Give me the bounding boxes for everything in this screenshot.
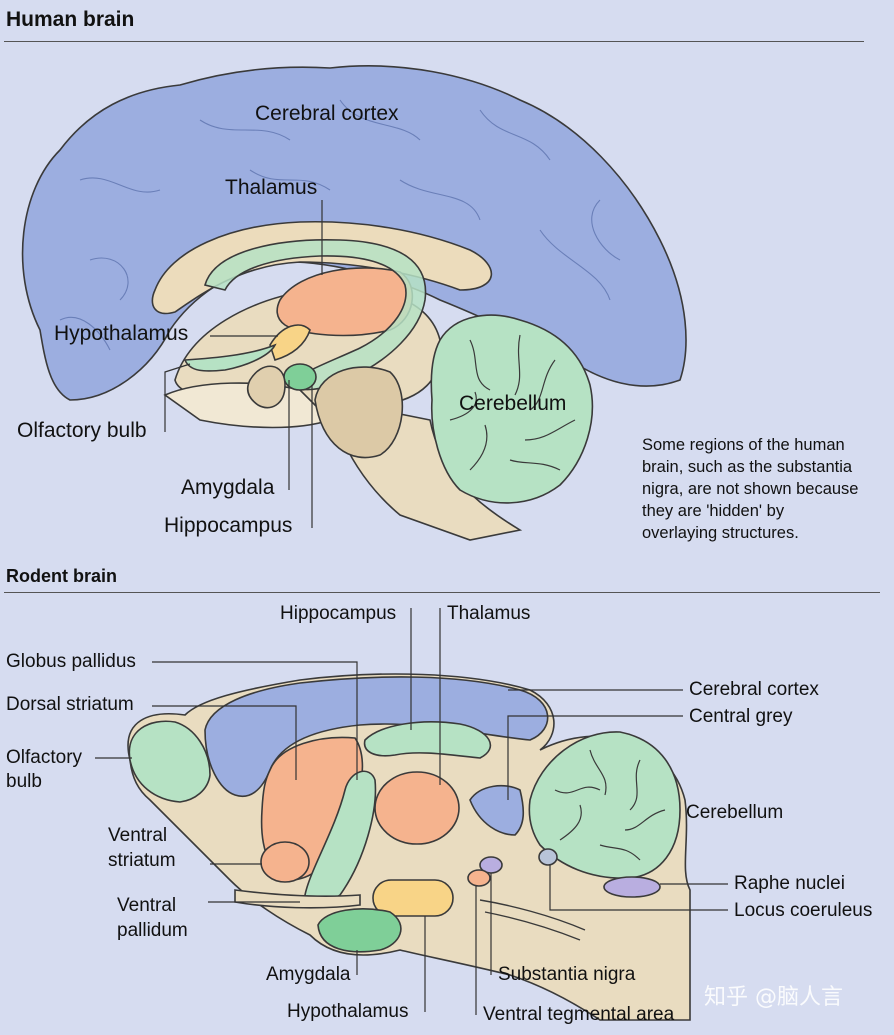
human-label-olfactory-bulb: Olfactory bulb (17, 419, 147, 442)
rodent-label-olfactory-bulb: bulb (6, 771, 42, 792)
rodent-label-hypothalamus: Hypothalamus (287, 1001, 408, 1022)
rodent-label-locus-coeruleus: Locus coeruleus (734, 900, 872, 921)
human-label-amygdala: Amygdala (181, 476, 275, 499)
note-line: Some regions of the human (642, 436, 845, 454)
human-cerebellum (430, 314, 594, 504)
rodent-thalamus (374, 771, 460, 845)
rodent-title-rule (4, 592, 880, 593)
rodent-hippocampus (363, 721, 492, 759)
human-title-rule (4, 41, 864, 42)
rodent-label-central-grey: Central grey (689, 706, 793, 727)
rodent-label-amygdala: Amygdala (266, 964, 351, 985)
rodent-amygdala (317, 908, 402, 953)
rodent-ventral-striatum (260, 841, 310, 883)
rodent-locus-coeruleus (538, 848, 558, 866)
rodent-central-grey (469, 784, 525, 836)
rodent-leader-globus-pallidus (152, 661, 358, 780)
rodent-label-globus-pallidus: Globus pallidus (6, 651, 136, 672)
human-brain-title: Human brain (6, 8, 135, 31)
human-label-thalamus: Thalamus (225, 176, 317, 199)
rodent-label-ventral-striatum: Ventral (108, 825, 167, 846)
rodent-label-substantia-nigra: Substantia nigra (498, 964, 636, 985)
rodent-label-ventral-striatum: striatum (108, 850, 176, 871)
rodent-hypothalamus (372, 879, 454, 917)
human-cerebellum-folds (449, 334, 576, 471)
human-label-hypothalamus: Hypothalamus (54, 322, 188, 345)
rodent-globus-pallidus (304, 770, 377, 904)
rodent-label-vta: Ventral tegmental area (483, 1004, 675, 1025)
rodent-label-ventral-pallidum: pallidum (117, 920, 188, 941)
human-pituitary (246, 365, 286, 409)
rodent-label-raphe-nuclei: Raphe nuclei (734, 873, 845, 894)
human-cortex-gyri (59, 99, 621, 351)
rodent-label-hippocampus: Hippocampus (280, 603, 396, 624)
rodent-cerebellum-folds (554, 749, 666, 861)
rodent-label-olfactory-bulb: Olfactory (6, 747, 83, 768)
human-pons (314, 366, 404, 459)
human-note: Some regions of the human brain, such as… (642, 436, 858, 542)
rodent-vta (467, 869, 491, 887)
note-line: brain, such as the substantia (642, 458, 853, 476)
rodent-label-ventral-pallidum: Ventral (117, 895, 176, 916)
rodent-label-cerebral-cortex: Cerebral cortex (689, 679, 819, 700)
rodent-leader-central-grey (507, 715, 683, 800)
watermark: 知乎 @脑人言 (704, 985, 843, 1010)
human-label-cerebral-cortex: Cerebral cortex (255, 102, 399, 125)
rodent-brain-illustration (127, 673, 691, 1021)
note-line: nigra, are not shown because (642, 480, 858, 498)
human-olfactory-tract (183, 343, 277, 372)
rodent-cerebellum (528, 731, 681, 879)
human-hypothalamus (269, 324, 311, 361)
rodent-leader-dorsal-striatum (152, 705, 297, 780)
rodent-brain-title: Rodent brain (6, 566, 117, 586)
rodent-raphe-nuclei (603, 876, 661, 898)
human-label-hippocampus: Hippocampus (164, 514, 292, 537)
rodent-ventral-pallidum (234, 889, 361, 909)
note-line: they are 'hidden' by (642, 502, 785, 520)
human-label-cerebellum: Cerebellum (459, 392, 566, 415)
rodent-brainstem-tract (479, 899, 586, 941)
rodent-leader-locus-coeruleus (549, 865, 728, 911)
human-brain-illustration (21, 65, 687, 541)
note-line: overlaying structures. (642, 524, 799, 542)
human-corpus-callosum (151, 220, 493, 315)
human-leader-olfactory-bulb (164, 363, 191, 432)
rodent-label-dorsal-striatum: Dorsal striatum (6, 694, 134, 715)
rodent-olfactory-bulb (128, 720, 211, 803)
rodent-label-cerebellum: Cerebellum (686, 802, 783, 823)
rodent-cerebral-cortex (204, 676, 549, 797)
rodent-label-thalamus: Thalamus (447, 603, 530, 624)
